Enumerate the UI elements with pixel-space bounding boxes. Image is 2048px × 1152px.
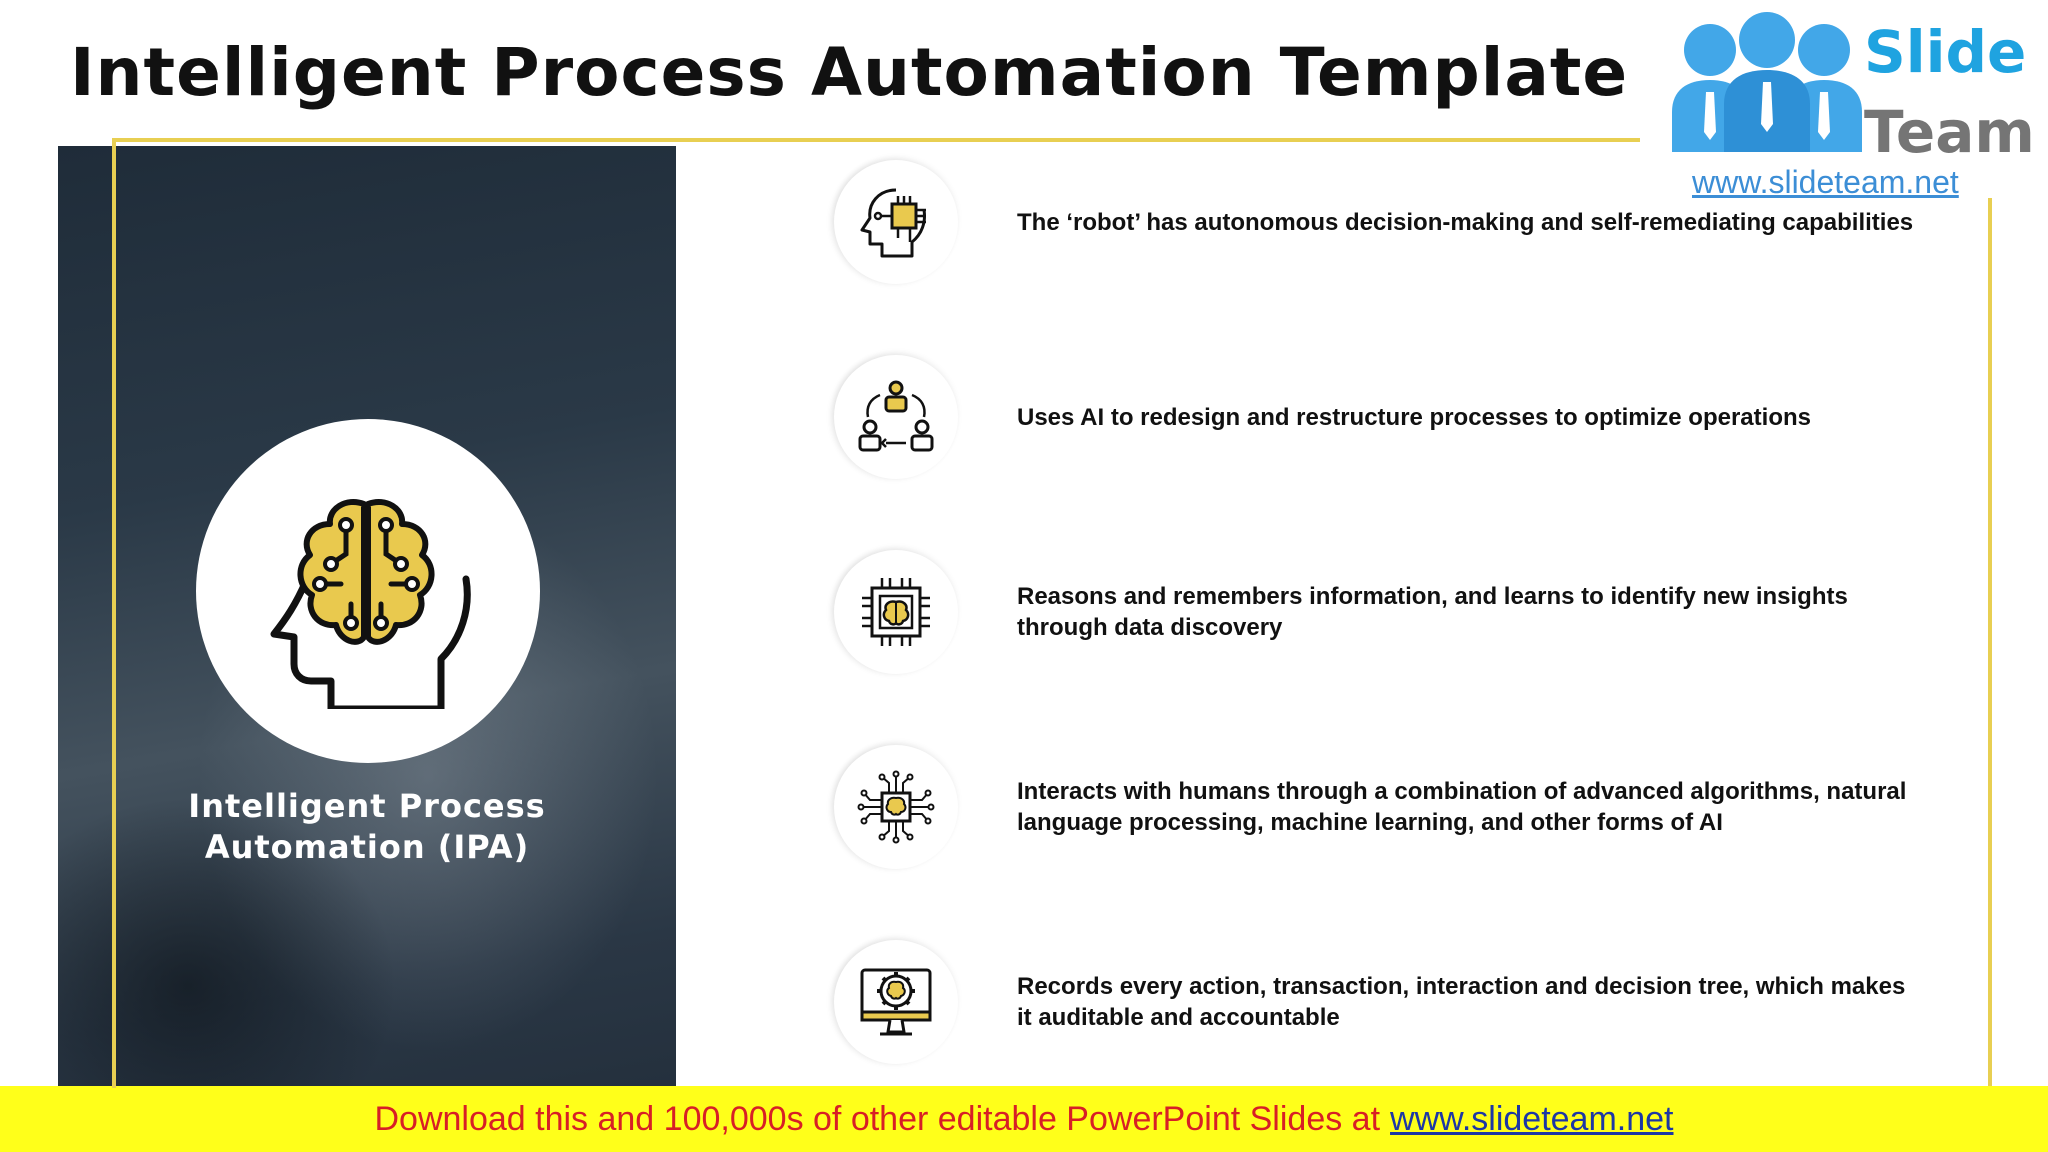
logo-url-link[interactable]: www.slideteam.net xyxy=(1692,164,1959,200)
feature-text-2: Uses AI to redesign and restructure proc… xyxy=(1017,403,1811,431)
slide-title: Intelligent Process Automation Template xyxy=(70,34,1629,111)
banner-text: Download this and 100,000s of other edit… xyxy=(374,1099,1381,1138)
download-banner: Download this and 100,000s of other edit… xyxy=(0,1086,2048,1152)
banner-link[interactable]: www.slideteam.net xyxy=(1390,1099,1674,1138)
ipa-label: Intelligent Process Automation (IPA) xyxy=(58,786,676,868)
ipa-label-line2: Automation (IPA) xyxy=(204,828,530,866)
feature-text-1: The ‘robot’ has autonomous decision-maki… xyxy=(1017,208,1914,236)
feature-item-3: Reasons and remembers information, and l… xyxy=(834,550,1984,680)
feature-text-5: Records every action, transaction, inter… xyxy=(1017,973,1906,1031)
slideteam-logo: Slide Team www.slideteam.net xyxy=(1640,0,2040,200)
feature-item-4: Interacts with humans through a combinat… xyxy=(834,745,1984,875)
head-chip-icon xyxy=(860,188,926,258)
gold-frame-right xyxy=(1988,138,1992,1088)
feature-item-5: Records every action, transaction, inter… xyxy=(834,940,1984,1070)
brain-head-icon xyxy=(270,499,471,709)
ipa-panel: Intelligent Process Automation (IPA) xyxy=(58,146,676,1088)
gear-monitor-brain-icon xyxy=(860,968,932,1036)
feature-item-2: Uses AI to redesign and restructure proc… xyxy=(834,355,1984,485)
feature-item-1: The ‘robot’ has autonomous decision-maki… xyxy=(834,160,1984,290)
feature-icon-circle xyxy=(834,160,958,284)
logo-word-slide: Slide xyxy=(1864,18,2027,86)
gold-frame-left xyxy=(112,138,116,1088)
ipa-label-line1: Intelligent Process xyxy=(188,787,546,825)
ipa-icon-circle xyxy=(196,419,540,763)
brain-circuit-icon xyxy=(857,770,935,844)
logo-word-team: Team xyxy=(1864,98,2035,166)
feature-text-4: Interacts with humans through a combinat… xyxy=(1017,778,1907,836)
feature-text-3: Reasons and remembers information, and l… xyxy=(1017,583,1848,641)
people-group-icon xyxy=(1672,12,1862,152)
gold-frame-top xyxy=(112,138,1992,142)
feature-icon-circle xyxy=(834,355,958,479)
brain-chip-icon xyxy=(862,578,930,646)
feature-icon-circle xyxy=(834,550,958,674)
feature-icon-circle xyxy=(834,745,958,869)
feature-icon-circle xyxy=(834,940,958,1064)
people-cycle-icon xyxy=(858,380,934,452)
